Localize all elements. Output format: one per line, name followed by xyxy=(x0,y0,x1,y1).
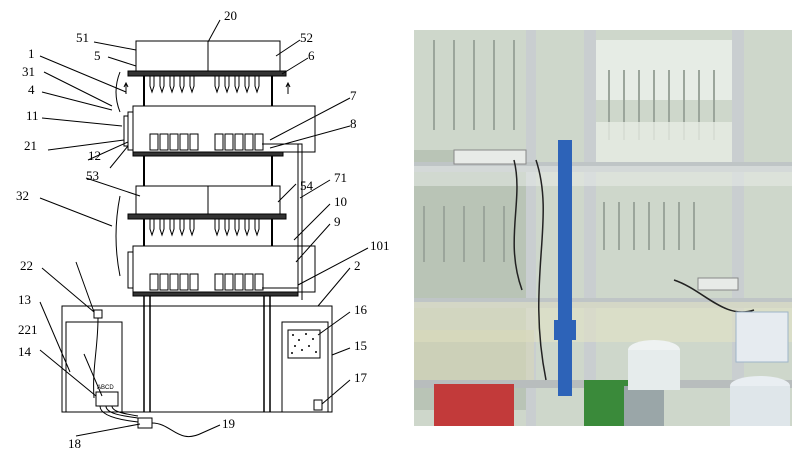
label-51: 51 xyxy=(76,30,89,45)
upper-plate xyxy=(127,70,287,77)
label-12: 12 xyxy=(88,148,101,163)
label-18: 18 xyxy=(68,436,81,451)
lower-cup-row xyxy=(149,273,264,291)
label-32: 32 xyxy=(16,188,29,203)
label-6: 6 xyxy=(308,48,315,63)
label-16: 16 xyxy=(354,302,368,317)
label-31: 31 xyxy=(22,64,35,79)
plug-caption: ABCD xyxy=(97,385,114,391)
label-8: 8 xyxy=(350,116,357,131)
label-101: 101 xyxy=(370,238,390,253)
apparatus-schematic: ABCD 20 51 52 1 5 6 31 4 7 11 8 12 21 71… xyxy=(16,8,390,451)
power-strip-upper xyxy=(453,149,527,165)
label-54: 54 xyxy=(300,178,314,193)
label-52: 52 xyxy=(300,30,313,45)
label-17: 17 xyxy=(354,370,368,385)
blue-pipe xyxy=(558,140,572,396)
label-7: 7 xyxy=(350,88,357,103)
aerator-stone xyxy=(287,329,321,359)
label-2: 2 xyxy=(354,258,361,273)
label-15: 15 xyxy=(354,338,367,353)
upper-cup-row xyxy=(149,133,264,151)
label-11: 11 xyxy=(26,108,39,123)
label-14: 14 xyxy=(18,344,32,359)
lower-tube-row xyxy=(149,219,260,237)
label-221: 221 xyxy=(18,322,38,337)
label-20: 20 xyxy=(224,8,237,23)
plug xyxy=(137,417,153,429)
shelf-frame xyxy=(526,30,536,426)
label-19: 19 xyxy=(222,416,235,431)
label-21: 21 xyxy=(24,138,37,153)
base-reservoir xyxy=(61,305,333,413)
label-53: 53 xyxy=(86,168,99,183)
label-9: 9 xyxy=(334,214,341,229)
label-22: 22 xyxy=(20,258,33,273)
upper-tube-row xyxy=(149,76,260,94)
power-strip xyxy=(95,391,119,407)
power-strip-lower xyxy=(697,277,739,291)
label-10: 10 xyxy=(334,194,347,209)
label-4: 4 xyxy=(28,82,35,97)
label-71: 71 xyxy=(334,170,347,185)
apparatus-photo xyxy=(414,30,792,426)
label-5: 5 xyxy=(94,48,101,63)
label-13: 13 xyxy=(18,292,31,307)
label-1: 1 xyxy=(28,46,35,61)
